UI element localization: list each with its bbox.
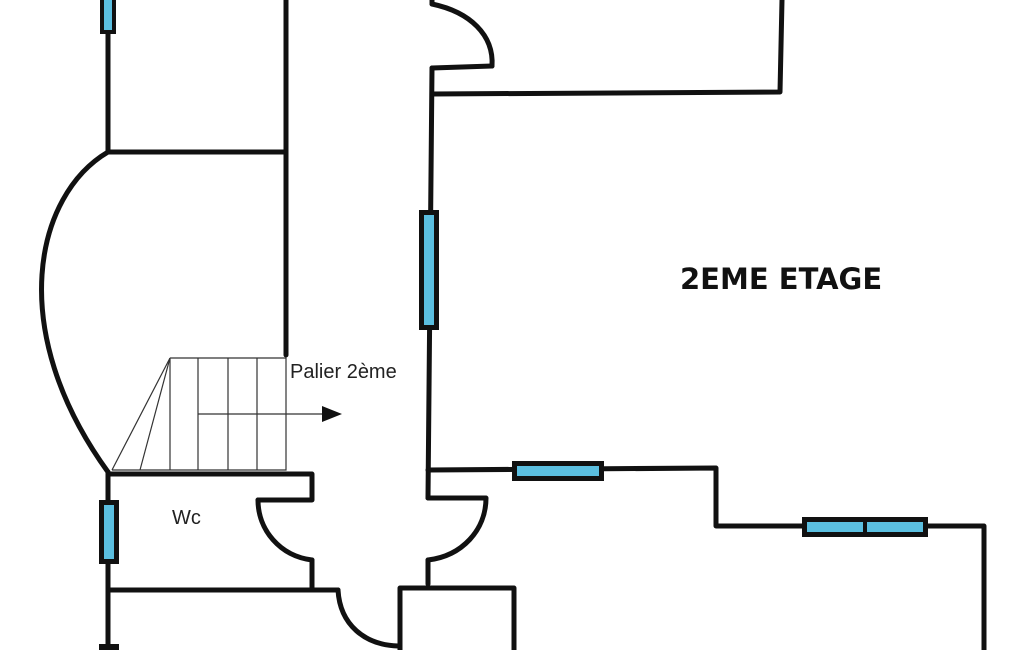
wall-top-door-return-2 xyxy=(429,63,495,71)
window xyxy=(99,644,119,650)
walls xyxy=(39,0,987,650)
wall-lower-corridor xyxy=(397,585,517,650)
landing-label: Palier 2ème xyxy=(290,361,397,383)
wall-right-step xyxy=(425,465,987,650)
stair-winder xyxy=(111,357,171,471)
door-swing-top xyxy=(429,1,495,69)
window xyxy=(100,0,116,34)
window xyxy=(419,210,439,330)
window xyxy=(512,461,604,481)
window xyxy=(99,500,119,564)
wall-bay-arc xyxy=(39,149,111,475)
stair-winder xyxy=(139,357,171,471)
stair-direction-arrow-icon xyxy=(322,406,342,422)
door-swing-wc xyxy=(255,497,315,563)
wc-label: Wc xyxy=(172,507,201,529)
floor-title: 2EME ETAGE xyxy=(680,262,882,296)
wall-upper-right xyxy=(429,0,785,97)
window xyxy=(802,517,928,537)
door-swing-bottom xyxy=(335,587,401,649)
staircase xyxy=(111,357,342,471)
door-swing-right xyxy=(425,495,489,563)
doors xyxy=(255,1,495,649)
wall-wc-top xyxy=(105,471,315,503)
windows xyxy=(99,0,928,650)
